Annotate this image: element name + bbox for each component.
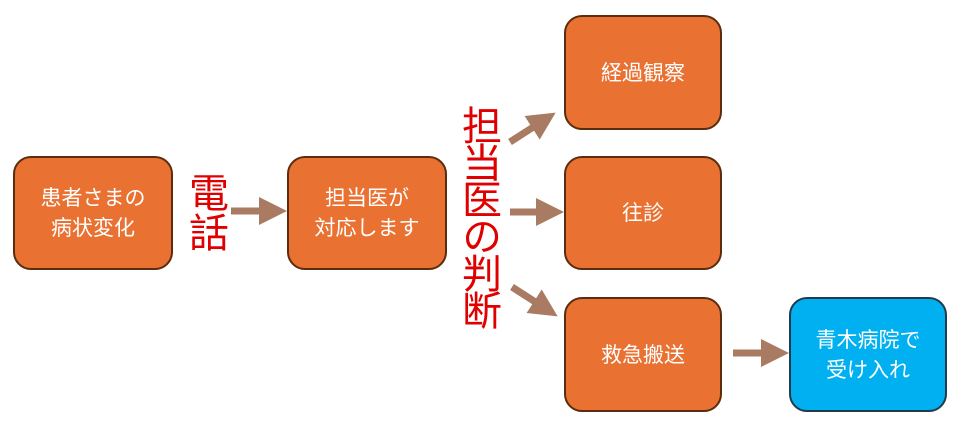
node-patient-line2: 病状変化 bbox=[51, 216, 135, 240]
arrow-emergency bbox=[510, 284, 558, 317]
node-visit-label: 往診 bbox=[622, 201, 664, 225]
label-phone: 電話 bbox=[182, 172, 228, 252]
node-patient: 患者さまの病状変化 bbox=[13, 156, 173, 270]
node-observe: 経過観察 bbox=[564, 15, 722, 130]
node-hospital-line2: 受け入れ bbox=[826, 357, 910, 382]
node-hospital: 青木病院で受け入れ bbox=[789, 297, 947, 412]
node-observe-label: 経過観察 bbox=[601, 60, 685, 85]
arrow-observe bbox=[508, 112, 556, 145]
label-judgment: 担当医の判断 bbox=[455, 105, 501, 327]
node-emergency: 救急搬送 bbox=[564, 297, 722, 412]
node-visit: 往診 bbox=[564, 156, 722, 270]
node-patient-line1: 患者さまの bbox=[40, 186, 146, 210]
node-doctor: 担当医が対応します bbox=[287, 156, 447, 270]
node-emergency-label: 救急搬送 bbox=[601, 342, 685, 367]
node-doctor-line2: 対応します bbox=[314, 216, 420, 240]
node-doctor-line1: 担当医が bbox=[325, 186, 409, 210]
node-hospital-line1: 青木病院で bbox=[815, 327, 921, 352]
